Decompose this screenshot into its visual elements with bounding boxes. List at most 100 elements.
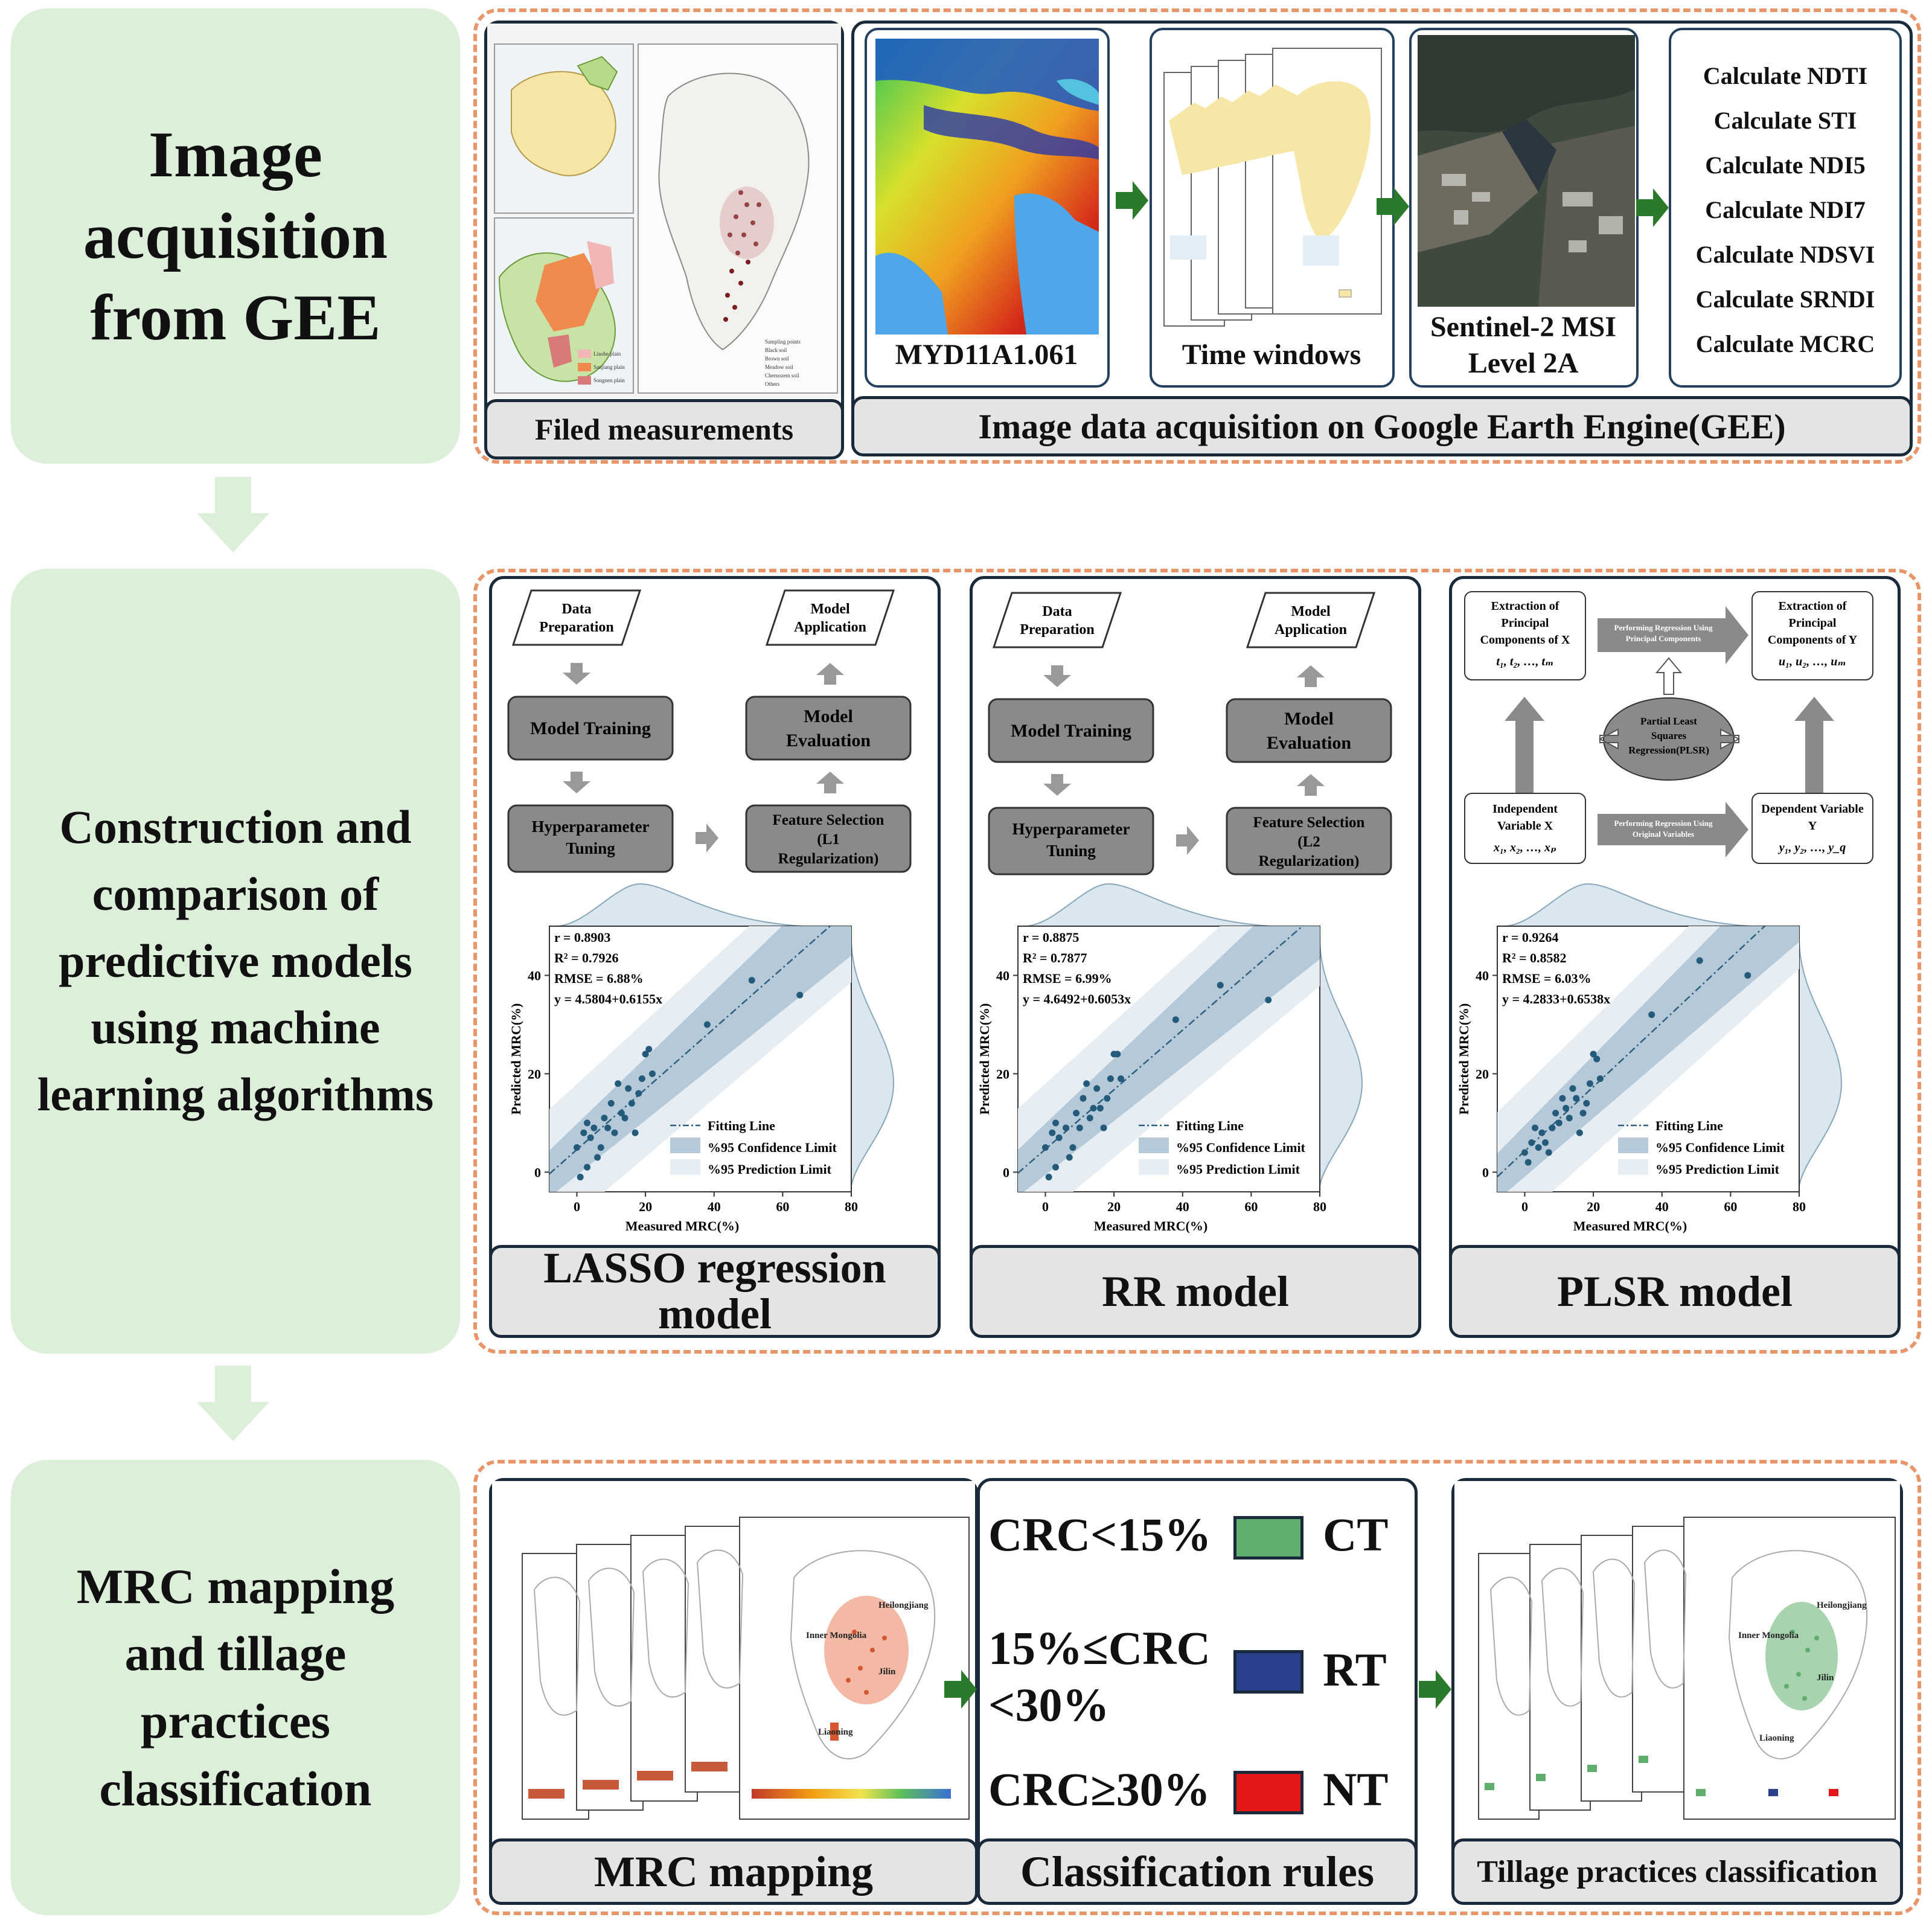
data-point [1586,1080,1593,1087]
data-point [1096,1104,1104,1112]
lasso-data-prep-2: Preparation [539,619,614,635]
legend-label: Fitting Line [1655,1118,1723,1133]
y-tick-label: 0 [1003,1165,1009,1180]
data-point [1080,1095,1087,1102]
row-2-frame [473,569,1921,1354]
rule-ct-condition: CRC<15% [988,1508,1212,1561]
svg-text:Feature Selection: Feature Selection [1253,814,1365,831]
data-point [642,1051,649,1058]
legend-conf-swatch [670,1137,700,1153]
mrc-maps: Inner Mongolia Heilongjiang Jilin Liaoni… [492,1481,975,1837]
data-point [1104,1095,1111,1102]
data-point [1528,1139,1535,1147]
data-point [604,1124,612,1131]
legend-others: Others [765,381,779,387]
mrc-label-inner-mongolia: Inner Mongolia [806,1631,867,1640]
calc-mcrc: Calculate MCRC [1695,330,1875,357]
arrow-sentinel-to-calc [1636,188,1669,227]
data-point [1055,1134,1063,1141]
right-density [1319,938,1363,1186]
legend-label: %95 Prediction Limit [708,1162,832,1177]
svg-text:Components of Y: Components of Y [1768,633,1858,647]
fitting-line [1497,926,1766,1178]
y-axis-label: Predicted MRC(%) [508,1003,523,1115]
confidence-band [1018,926,1320,1192]
svg-text:Model: Model [1284,709,1334,729]
data-point [638,1075,645,1083]
data-point [1545,1149,1552,1156]
data-point [621,1115,629,1122]
data-point [1114,1051,1121,1058]
data-point [1583,1099,1590,1107]
data-point [635,1090,642,1097]
plain-sanjiang: Sanjiang plain [593,364,625,370]
svg-text:Extraction of: Extraction of [1779,600,1847,613]
svg-text:Application: Application [794,619,866,635]
y-tick-label: 40 [528,968,541,983]
lasso-training: Model Training [530,718,651,738]
data-point [748,977,755,984]
data-point [1573,1095,1580,1102]
rule-rt-condition: 15%≤CRC <30% [988,1622,1211,1731]
mrc-label-heilongjiang: Heilongjiang [878,1601,929,1610]
data-point [1093,1085,1101,1092]
legend-label: %95 Prediction Limit [1176,1162,1300,1177]
svg-text:Model: Model [1291,604,1331,619]
data-point [628,1099,635,1107]
top-density [555,883,804,927]
legend-label: Fitting Line [708,1118,775,1133]
lasso-flowchart: Data Preparation Model Application Model… [507,589,912,873]
svg-text:Tuning: Tuning [566,839,615,857]
data-point [607,1099,615,1107]
x-axis-label: Measured MRC(%) [1573,1218,1687,1233]
y-tick-label: 0 [1482,1165,1489,1180]
row-1-frame [473,8,1921,464]
data-point [1041,1144,1049,1151]
plot-area [1018,926,1320,1192]
data-point [577,1174,584,1181]
arrow-modis-to-time [1116,181,1148,220]
svg-text:Squares: Squares [1651,730,1687,741]
svg-text:Evaluation: Evaluation [786,731,871,750]
data-point [648,1070,656,1077]
svg-text:(L2: (L2 [1297,834,1320,850]
right-density [1799,938,1843,1186]
rule-ct-swatch [1233,1516,1303,1560]
data-point [1069,1144,1076,1151]
x-axis-label: Measured MRC(%) [625,1218,739,1233]
tillage-caption: Tillage practices classification [1451,1838,1903,1905]
data-point [573,1144,580,1151]
x-tick-label: 0 [574,1199,580,1214]
svg-text:Principal: Principal [1502,616,1549,630]
svg-text:Extraction of: Extraction of [1491,600,1559,613]
row-3-frame [473,1460,1921,1915]
data-point [1576,1129,1583,1136]
rr-training: Model Training [1011,721,1131,741]
confidence-band [1497,926,1799,1192]
arrow-mrc-to-rules [944,1670,977,1709]
data-point [584,1163,590,1171]
svg-text:Y: Y [1808,819,1817,833]
data-point [1521,1149,1528,1156]
tillage-label-heilongjiang: Heilongjiang [1817,1601,1867,1610]
x-tick-label: 40 [708,1199,721,1214]
data-point [1538,1129,1546,1136]
svg-text:Feature Selection: Feature Selection [773,812,884,828]
data-point [1593,1055,1601,1063]
data-point [1596,1075,1604,1083]
x-tick-label: 80 [1793,1199,1806,1214]
data-point [584,1119,590,1127]
plsr-dep-vars: y₁, y₂, …, y_q [1778,841,1846,854]
rr-flowchart: Data Preparation Model Application Model… [988,592,1392,875]
calc-ndti: Calculate NDTI [1703,62,1868,89]
x-tick-label: 0 [1042,1199,1049,1214]
y-tick-label: 0 [534,1165,541,1180]
mrc-mapping-panel: Inner Mongolia Heilongjiang Jilin Liaoni… [489,1478,978,1905]
stage-mrc-mapping: MRC mapping and tillage practices classi… [11,1460,460,1915]
data-point [645,1046,653,1053]
tillage-panel: Inner Mongolia Heilongjiang Jilin Liaoni… [1451,1478,1903,1905]
plsr-indep-vars: x₁, x₂, …, xₚ [1493,841,1556,854]
y-tick-label: 40 [996,968,1009,983]
y-tick-label: 20 [1476,1066,1489,1081]
stat-line: r = 0.9264 [1502,930,1558,945]
